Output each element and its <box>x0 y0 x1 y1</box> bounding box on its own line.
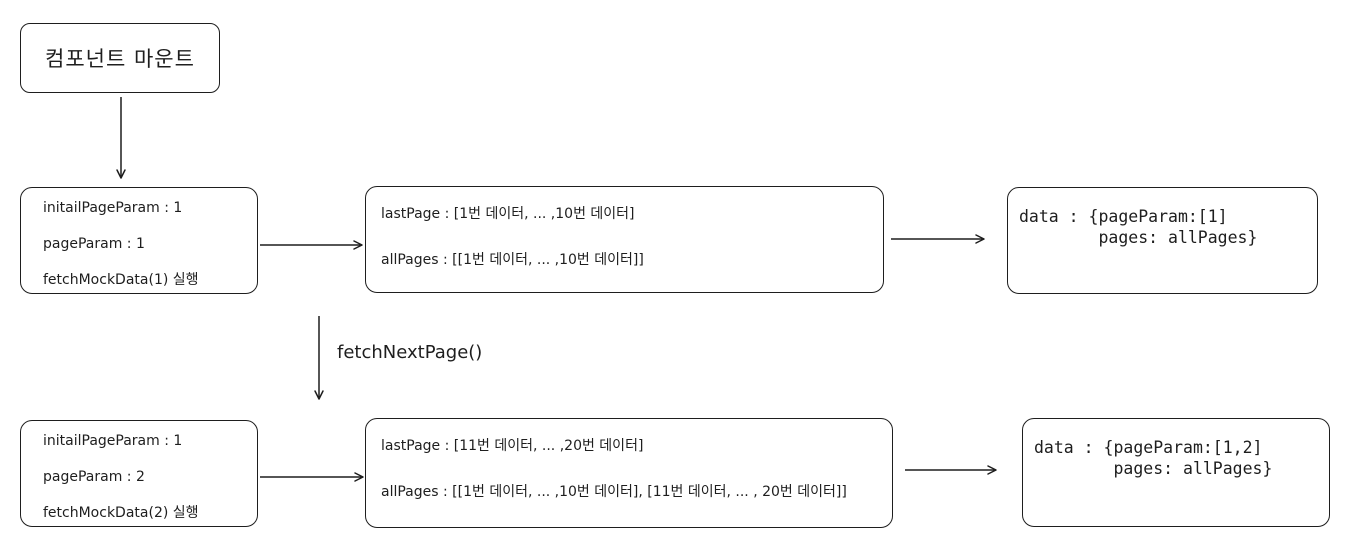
step1-all-pages: allPages : [[1번 데이터, ... ,10번 데이터]] <box>381 252 644 268</box>
step1-data-line1: data : {pageParam:[1] <box>1019 207 1228 226</box>
step1-page-param: pageParam : 1 <box>43 236 145 252</box>
step2-state-box: initailPageParam : 1 pageParam : 2 fetch… <box>20 420 258 527</box>
step2-data-box: data : {pageParam:[1,2] pages: allPages} <box>1022 418 1330 527</box>
step2-data-line2: pages: allPages} <box>1034 459 1273 478</box>
step2-initial-page-param: initailPageParam : 1 <box>43 433 183 449</box>
fetch-next-page-label: fetchNextPage() <box>337 342 483 363</box>
step2-page-param: pageParam : 2 <box>43 469 145 485</box>
step1-fetch-call: fetchMockData(1) 실행 <box>43 272 199 288</box>
step1-data-line2: pages: allPages} <box>1019 228 1258 247</box>
step1-initial-page-param: initailPageParam : 1 <box>43 200 183 216</box>
step2-last-page: lastPage : [11번 데이터, ... ,20번 데이터] <box>381 438 644 454</box>
component-mount-box: 컴포넌트 마운트 <box>20 23 220 93</box>
step2-data-line1: data : {pageParam:[1,2] <box>1034 438 1263 457</box>
step1-state-box: initailPageParam : 1 pageParam : 1 fetch… <box>20 187 258 294</box>
step1-response-box: lastPage : [1번 데이터, ... ,10번 데이터] allPag… <box>365 186 884 293</box>
step1-last-page: lastPage : [1번 데이터, ... ,10번 데이터] <box>381 206 635 222</box>
step2-fetch-call: fetchMockData(2) 실행 <box>43 505 199 521</box>
component-mount-label: 컴포넌트 마운트 <box>45 47 195 71</box>
step1-data-box: data : {pageParam:[1] pages: allPages} <box>1007 187 1318 294</box>
step2-all-pages: allPages : [[1번 데이터, ... ,10번 데이터], [11번… <box>381 484 847 500</box>
step2-response-box: lastPage : [11번 데이터, ... ,20번 데이터] allPa… <box>365 418 893 528</box>
